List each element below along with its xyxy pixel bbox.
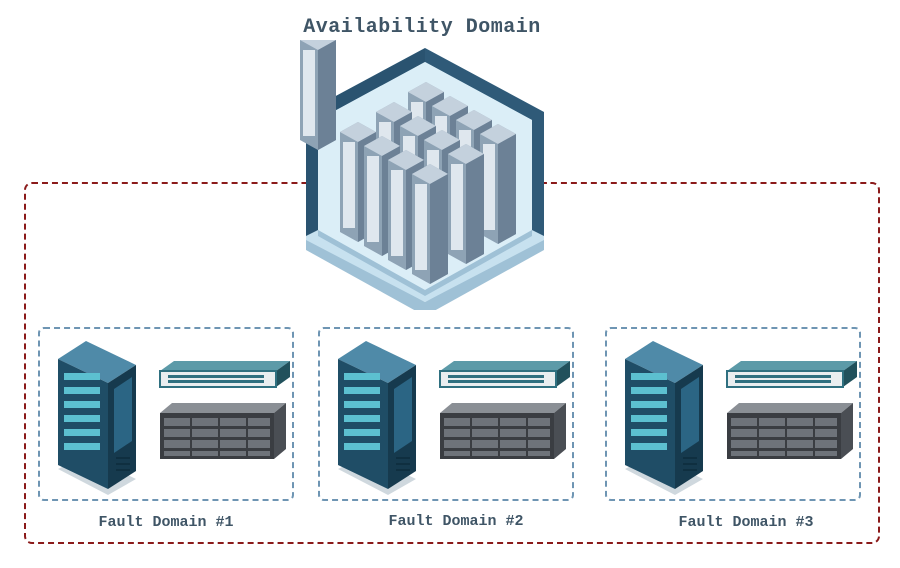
fault-domain-1-label: Fault Domain #1 <box>98 514 234 531</box>
fault-domain-3-box <box>605 327 861 501</box>
fault-domain-2-label: Fault Domain #2 <box>388 513 524 530</box>
fault-domain-2-box <box>318 327 574 501</box>
availability-domain-title: Availability Domain <box>303 16 541 39</box>
fault-domain-1-box <box>38 327 294 501</box>
datacenter-icon <box>300 40 544 310</box>
fault-domain-2-hardware-icon <box>337 340 571 496</box>
fault-domain-3-hardware-icon <box>624 340 858 496</box>
fault-domain-1-hardware-icon <box>57 340 291 496</box>
fault-domain-3-label: Fault Domain #3 <box>678 514 814 531</box>
